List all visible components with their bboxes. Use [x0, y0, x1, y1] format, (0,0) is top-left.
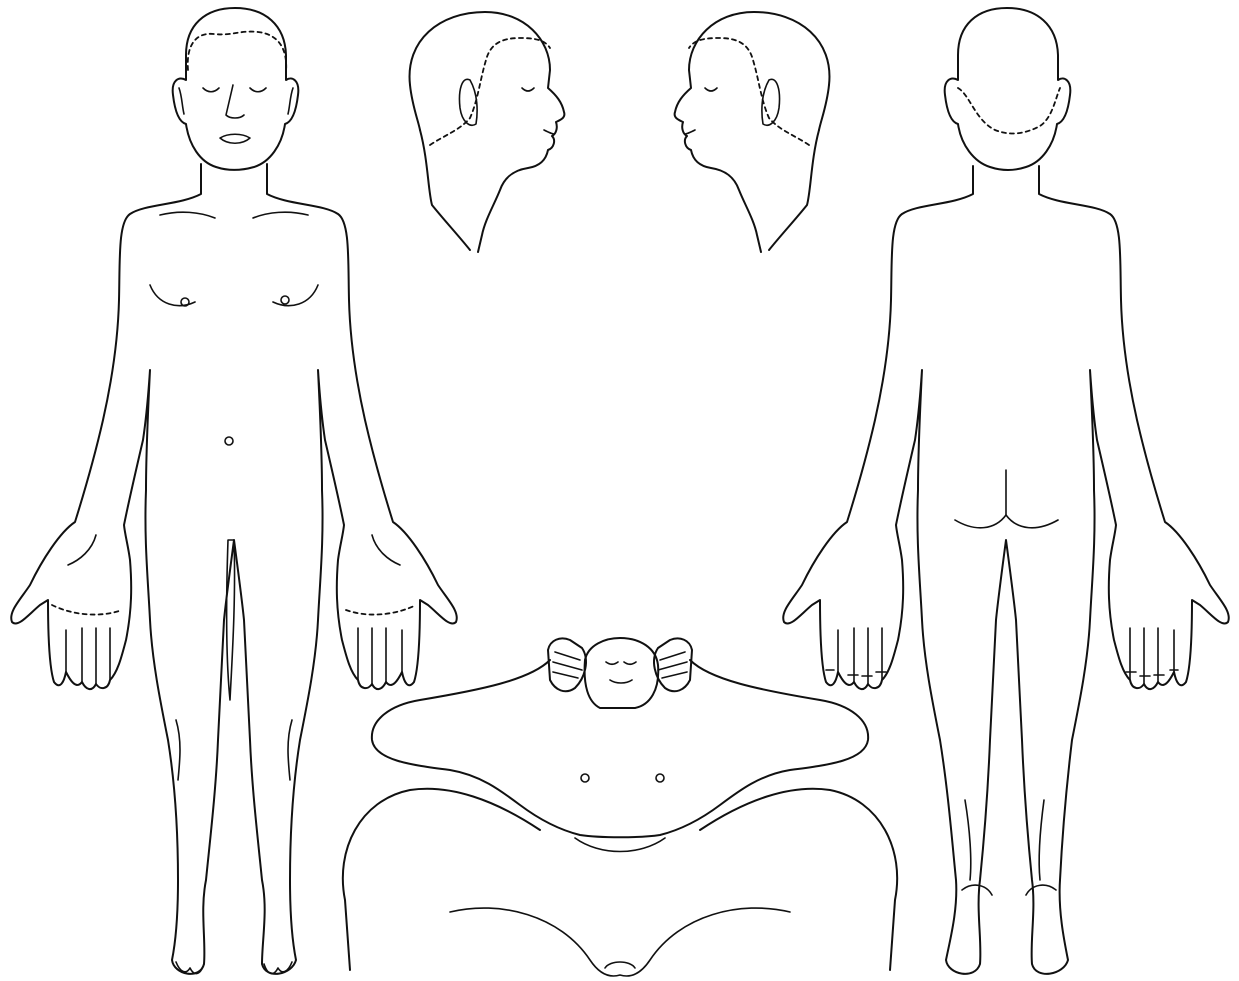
front-chest-line: [150, 285, 318, 306]
front-right-palm-creases: [346, 605, 416, 615]
lithotomy-head: [585, 638, 659, 708]
lithotomy-inner-thighs: [450, 908, 790, 976]
lithotomy-face: [606, 662, 636, 683]
profile-right-hairline: [430, 38, 550, 145]
lithotomy-abdomen: [575, 838, 665, 852]
back-right-fingers: [1130, 628, 1174, 684]
profile-left-neck-back: [769, 130, 819, 250]
front-left-eye: [203, 88, 219, 92]
front-right-ear: [288, 88, 293, 114]
back-body-outline: [783, 166, 1229, 974]
front-hairline: [188, 32, 286, 72]
head-profile-left-figure: [675, 12, 830, 252]
front-mouth: [220, 134, 250, 143]
lithotomy-perineum: [605, 962, 635, 968]
front-right-nipple: [281, 296, 289, 304]
profile-right-neck-back: [420, 130, 470, 250]
front-view-figure: [11, 8, 457, 974]
head-profile-right-figure: [410, 12, 565, 252]
profile-right-eye: [522, 88, 534, 91]
profile-left-ear: [762, 79, 780, 125]
front-right-toes: [264, 962, 292, 974]
profile-right-ear: [459, 79, 477, 125]
back-buttocks: [955, 515, 1058, 528]
front-nose: [226, 85, 244, 118]
lithotomy-right-hand: [654, 638, 692, 691]
profile-left-mouth: [685, 130, 695, 134]
front-left-knee: [176, 720, 180, 780]
lithotomy-right-fingers: [658, 652, 687, 678]
profile-left-back-head: [819, 85, 829, 130]
front-left-fingers: [66, 628, 110, 684]
lithotomy-right-nipple: [656, 774, 664, 782]
back-left-calf: [965, 800, 971, 880]
back-view-figure: [783, 8, 1229, 974]
profile-right-head-outline: [410, 12, 565, 252]
front-left-ear: [179, 88, 184, 114]
lithotomy-arms-and-chest: [372, 660, 868, 837]
front-left-thenar: [68, 535, 96, 565]
lithotomy-left-fingers: [553, 652, 582, 678]
lithotomy-view-figure: [343, 638, 897, 976]
back-right-nails: [1126, 670, 1178, 676]
front-right-thenar: [372, 535, 400, 565]
profile-left-eye: [705, 88, 717, 91]
profile-left-head-outline: [675, 12, 830, 252]
lithotomy-legs-and-pelvis: [343, 789, 897, 970]
lithotomy-left-hand: [548, 638, 586, 691]
back-left-fingers: [838, 628, 882, 684]
front-clavicles: [160, 212, 308, 218]
front-right-eye: [250, 88, 266, 92]
back-hairline: [958, 88, 1060, 133]
back-left-heel: [962, 885, 992, 895]
back-right-heel: [1026, 885, 1056, 895]
front-right-knee: [288, 720, 292, 780]
front-left-palm-creases: [52, 605, 122, 615]
front-navel: [225, 437, 233, 445]
profile-left-hairline: [689, 38, 809, 145]
front-right-fingers: [358, 628, 402, 684]
profile-right-back-head: [410, 85, 420, 130]
lithotomy-left-nipple: [581, 774, 589, 782]
back-left-nails: [826, 670, 886, 676]
profile-right-mouth: [544, 130, 554, 134]
back-right-calf: [1039, 800, 1044, 880]
back-head-outline: [945, 8, 1071, 170]
